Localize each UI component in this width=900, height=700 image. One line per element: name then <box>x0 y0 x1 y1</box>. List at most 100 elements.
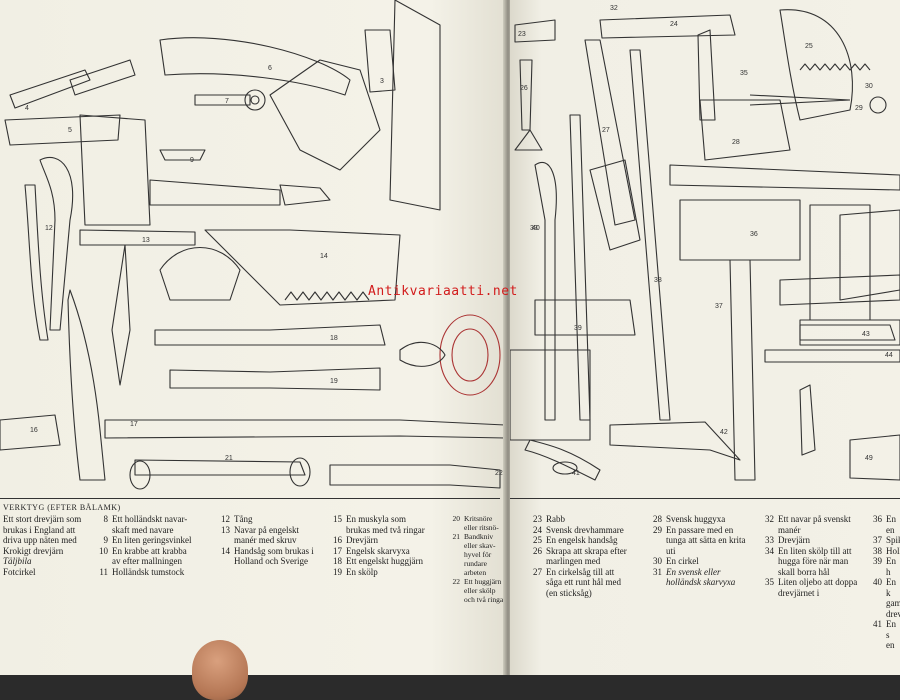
svg-text:18: 18 <box>330 335 338 342</box>
svg-text:27: 27 <box>602 127 610 134</box>
figure-numbers-left: 3 4 5 6 7 9 12 13 14 16 17 18 19 21 22 <box>25 65 503 477</box>
caption-item: Täljbila <box>3 556 32 566</box>
watermark-text: Antikvariaatti.net <box>368 284 518 299</box>
svg-text:23: 23 <box>518 31 526 38</box>
svg-text:32: 32 <box>610 5 618 12</box>
thumb <box>192 640 248 700</box>
caption-item: 38Holl <box>873 545 900 556</box>
handsaw-illustration <box>589 159 641 251</box>
tool-illustrations-right: 23 24 25 26 27 28 29 30 32 33 35 36 37 3… <box>510 5 900 481</box>
caption-column-1: Ett stort drevjärn som brukas i England … <box>3 514 95 577</box>
svg-text:35: 35 <box>740 70 748 77</box>
chalk-line-reel-illustration <box>439 314 501 396</box>
svg-text:41: 41 <box>572 470 580 477</box>
svg-text:16: 16 <box>30 427 38 434</box>
caulking-hammer-illustration <box>599 14 736 39</box>
right-page: 23 24 25 26 27 28 29 30 32 33 35 36 37 3… <box>510 0 900 675</box>
svg-text:14: 14 <box>320 253 328 260</box>
svg-text:7: 7 <box>225 98 229 105</box>
svg-text:25: 25 <box>805 43 813 50</box>
svg-text:37: 37 <box>715 303 723 310</box>
caption-item: drev <box>886 608 900 619</box>
svg-text:36: 36 <box>750 231 758 238</box>
svg-text:33: 33 <box>530 225 538 232</box>
hand-saw-illustration <box>204 229 401 306</box>
svg-text:21: 21 <box>225 455 233 462</box>
svg-text:6: 6 <box>268 65 272 72</box>
saw-handle-illustration <box>779 9 853 121</box>
left-page: 3 4 5 6 7 9 12 13 14 16 17 18 19 21 22 V… <box>0 0 506 675</box>
mallet-head-illustration <box>679 199 801 261</box>
svg-text:12: 12 <box>45 225 53 232</box>
svg-text:24: 24 <box>670 21 678 28</box>
caption-item: Fotcirkel <box>3 566 36 577</box>
caption-item: 37Spik <box>873 535 900 545</box>
axe-handle-illustration <box>159 37 351 96</box>
svg-text:3: 3 <box>380 78 384 85</box>
drawknife-illustration <box>134 459 306 476</box>
svg-text:44: 44 <box>885 352 893 359</box>
svg-text:42: 42 <box>720 429 728 436</box>
section-title: VERKTYG (EFTER BÅLAMK) <box>3 503 121 512</box>
svg-text:40: 40 <box>532 225 540 232</box>
svg-text:39: 39 <box>574 325 582 332</box>
chisel-illustration <box>154 324 386 346</box>
caption-rule <box>0 498 500 499</box>
svg-text:49: 49 <box>865 455 873 462</box>
broad-axe-head-illustration <box>269 59 381 171</box>
claw-hammer-illustration <box>609 421 741 461</box>
svg-text:30: 30 <box>865 83 873 90</box>
caption-item: Ett stort drevjärn som brukas i England … <box>3 514 82 545</box>
svg-text:43: 43 <box>862 331 870 338</box>
pincers-illustration <box>39 156 74 331</box>
svg-text:13: 13 <box>142 237 150 244</box>
svg-text:26: 26 <box>520 85 528 92</box>
svg-text:22: 22 <box>495 470 503 477</box>
caption-item: Krokigt drevjärn <box>3 545 64 556</box>
svg-text:9: 9 <box>190 157 194 164</box>
adze-illustration <box>67 289 106 481</box>
svg-text:5: 5 <box>68 127 72 134</box>
svg-text:38: 38 <box>654 277 662 284</box>
svg-text:19: 19 <box>330 378 338 385</box>
svg-text:28: 28 <box>732 139 740 146</box>
svg-text:4: 4 <box>25 105 29 112</box>
